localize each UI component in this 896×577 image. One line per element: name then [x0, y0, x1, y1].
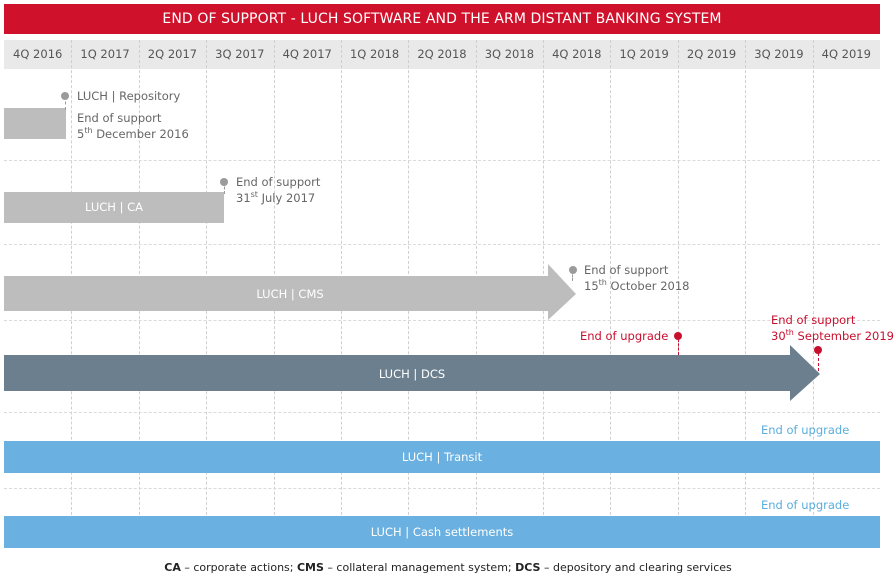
dcs-note-date: 30th September 2019 — [771, 328, 895, 343]
quarter-label: 2Q 2019 — [686, 47, 737, 61]
dcs-arrow-bar — [4, 345, 820, 401]
dcs-upgrade-marker-dot — [674, 332, 682, 340]
quarter-label: 1Q 2019 — [619, 47, 669, 61]
cms-marker-dot — [569, 266, 577, 274]
repository-note-line1: End of support — [77, 111, 162, 125]
quarter-gridline — [678, 40, 679, 545]
quarter-gridline — [813, 40, 814, 545]
quarter-label: 2Q 2018 — [417, 47, 467, 61]
ca-marker-dot — [220, 178, 228, 186]
quarter-label: 3Q 2018 — [484, 47, 535, 61]
legend-footnote: CA – corporate actions; CMS – collateral… — [164, 561, 732, 574]
ca-marker-stem — [224, 182, 225, 194]
quarter-label: 1Q 2017 — [80, 47, 130, 61]
row-separator — [4, 320, 880, 321]
cms-arrow-bar — [4, 264, 576, 320]
dcs-support-marker-stem — [818, 353, 819, 371]
repository-tag: LUCH | Repository — [77, 89, 181, 103]
quarter-gridline — [745, 40, 746, 545]
repository-marker-dot — [61, 92, 69, 100]
repository-note-date: 5th December 2016 — [77, 126, 189, 141]
transit-bar-label: LUCH | Transit — [401, 450, 483, 464]
row-separator — [4, 244, 880, 245]
ca-bar: LUCH | CA — [4, 192, 224, 223]
dcs-upgrade-marker-stem — [678, 339, 679, 355]
row-separator — [4, 488, 880, 489]
quarter-label: 4Q 2018 — [552, 47, 602, 61]
cms-note-date: 15th October 2018 — [584, 278, 690, 293]
quarter-header: 4Q 2016 1Q 2017 2Q 2017 3Q 2017 4Q 2017 1Q 20… — [4, 40, 880, 69]
ca-note-line1: End of support — [236, 175, 321, 189]
ca-note-date: 31st July 2017 — [236, 190, 316, 205]
page-title: END OF SUPPORT - LUCH SOFTWARE AND THE A… — [4, 4, 880, 34]
cash-settlements-bar-label: LUCH | Cash settlements — [370, 525, 514, 539]
cms-marker-stem — [572, 271, 573, 281]
quarter-label: 3Q 2019 — [754, 47, 804, 61]
repository-marker-stem — [65, 96, 66, 110]
quarter-label: 2Q 2017 — [147, 47, 198, 61]
quarter-label: 4Q 2016 — [13, 47, 63, 61]
transit-bar: LUCH | Transit — [4, 441, 880, 473]
cms-bar-label: LUCH | CMS — [256, 287, 324, 301]
quarter-gridline — [610, 40, 611, 545]
cms-note-line1: End of support — [584, 263, 669, 277]
quarter-label: 1Q 2018 — [349, 47, 400, 61]
dcs-bar-label: LUCH | DCS — [378, 367, 446, 381]
quarter-label: 4Q 2017 — [282, 47, 332, 61]
dcs-upgrade-note: End of upgrade — [580, 329, 669, 343]
ca-bar-label: LUCH | CA — [84, 200, 143, 214]
cash-settlements-bar: LUCH | Cash settlements — [4, 516, 880, 548]
row-separator — [4, 412, 880, 413]
dcs-support-marker-dot — [814, 346, 822, 354]
quarter-label: 3Q 2017 — [215, 47, 265, 61]
row-separator — [4, 160, 880, 161]
repository-bar — [4, 108, 66, 139]
quarter-label: 4Q 2019 — [821, 47, 871, 61]
transit-upgrade-note: End of upgrade — [761, 423, 850, 437]
dcs-note-line1: End of support — [771, 313, 856, 327]
cash-upgrade-note: End of upgrade — [761, 498, 850, 512]
